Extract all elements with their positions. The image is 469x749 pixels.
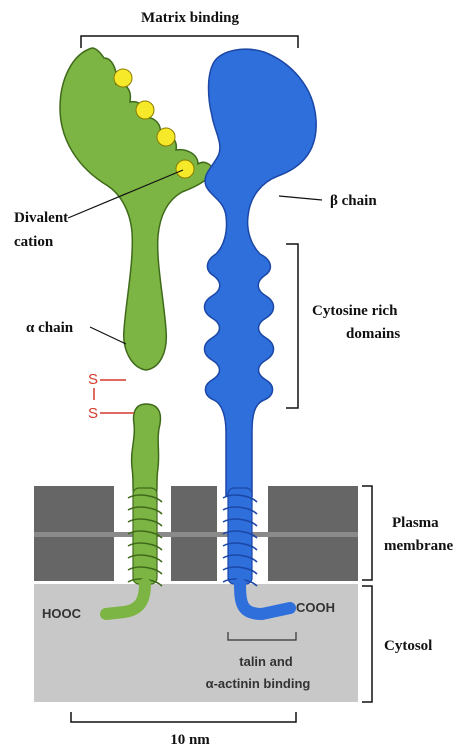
matrix-binding-label: Matrix binding — [141, 10, 239, 26]
divalent-cation — [136, 101, 154, 119]
membrane-block — [268, 486, 358, 532]
membrane-gap — [34, 532, 358, 537]
cooh-label: COOH — [296, 600, 335, 615]
disulfide-s-bottom: S — [88, 405, 98, 422]
cytosine-label-1: Cytosine rich — [312, 303, 398, 319]
beta-chain-label: β chain — [330, 193, 377, 209]
matrix-binding-bracket — [81, 36, 298, 48]
alpha-pointer — [90, 327, 126, 344]
membrane-block — [171, 537, 217, 581]
membrane-block — [171, 486, 217, 532]
beta-pointer — [279, 196, 322, 200]
beta-chain-body — [205, 49, 317, 496]
cytosol-bracket — [362, 586, 372, 702]
cytosine-bracket — [286, 244, 298, 408]
membrane-block — [268, 537, 358, 581]
talin-label-1: talin and — [239, 654, 293, 669]
cytosine-label-2: domains — [346, 326, 400, 342]
alpha-transmembrane-helix — [128, 488, 162, 586]
plasma-membrane-label-2: membrane — [384, 538, 453, 554]
disulfide-bond: S S — [88, 371, 134, 422]
plasma-membrane-label-1: Plasma — [392, 515, 439, 531]
divalent-cation-label-2: cation — [14, 234, 54, 250]
scale-bar — [71, 712, 296, 722]
plasma-membrane-bracket — [362, 486, 372, 580]
membrane-block — [34, 537, 114, 581]
divalent-cation-label: Divalent — [14, 210, 68, 226]
beta-transmembrane-helix — [223, 488, 257, 586]
divalent-cation — [114, 69, 132, 87]
divalent-cation — [157, 128, 175, 146]
alpha-chain-label: α chain — [26, 320, 74, 336]
alpha-chain-head — [60, 48, 212, 370]
divalent-cation — [176, 160, 194, 178]
hooc-label: HOOC — [42, 606, 82, 621]
cytosol-label: Cytosol — [384, 638, 432, 654]
scale-label: 10 nm — [170, 732, 210, 748]
plasma-membrane — [34, 486, 358, 581]
disulfide-s-top: S — [88, 371, 98, 388]
talin-label-2: α-actinin binding — [206, 676, 311, 691]
alpha-chain-lower — [132, 404, 161, 496]
membrane-block — [34, 486, 114, 532]
